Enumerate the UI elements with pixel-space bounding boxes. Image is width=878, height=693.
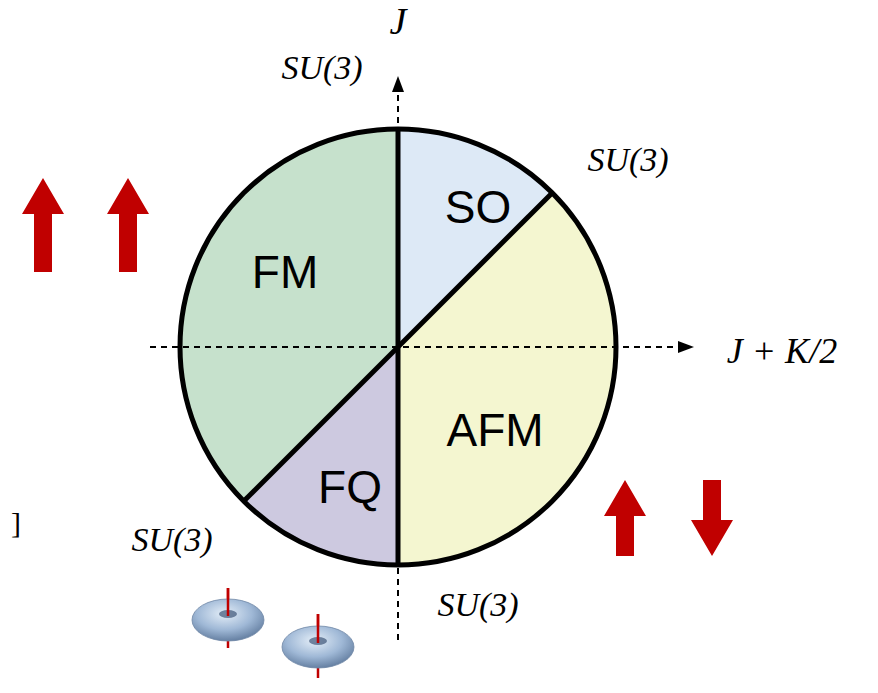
phase-label: FQ	[318, 462, 382, 513]
phase-label: AFM	[446, 405, 543, 456]
axis-label: J + K/2	[727, 332, 837, 372]
axis-line	[397, 90, 399, 640]
symmetry-label: SU(3)	[131, 521, 212, 558]
bracket-fragment: ]	[11, 506, 21, 539]
phase-sector	[244, 347, 398, 565]
spin-arrow	[604, 480, 733, 556]
symmetry-label: SU(3)	[437, 586, 518, 623]
spin-arrow	[22, 178, 149, 272]
symmetry-label: SU(3)	[281, 49, 362, 86]
phase-sector	[398, 193, 616, 565]
phase-boundary	[244, 193, 552, 501]
orbital-icon	[282, 614, 354, 678]
orbital-icon	[192, 588, 264, 648]
axis-line	[150, 346, 680, 348]
phase-label: FM	[252, 247, 318, 298]
axis-label: J	[390, 1, 407, 43]
symmetry-label: SU(3)	[587, 141, 668, 178]
axis-arrowhead	[392, 76, 404, 92]
axis-arrowhead	[678, 341, 694, 353]
phase-circle	[180, 129, 616, 565]
phase-label: SO	[445, 182, 511, 233]
